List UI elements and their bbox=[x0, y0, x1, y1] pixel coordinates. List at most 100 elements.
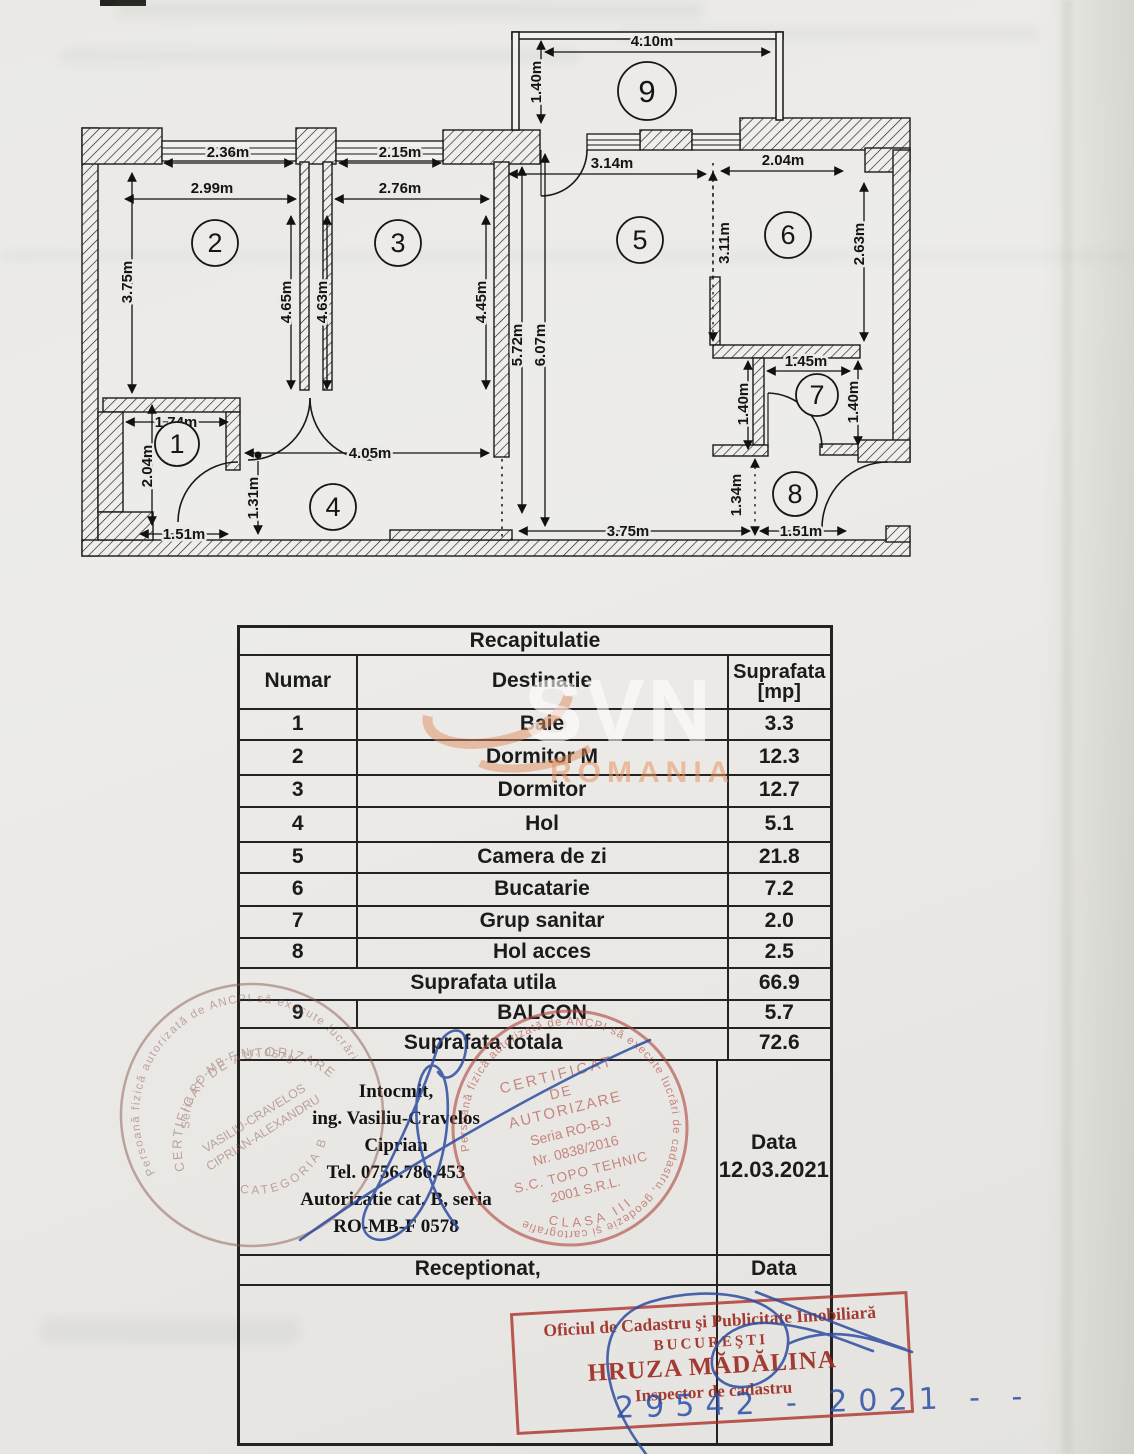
room-number: 4 bbox=[325, 492, 340, 522]
recap-table: Recapitulatie Numar Destinatie Suprafata… bbox=[237, 625, 834, 1446]
dimension-lines bbox=[124, 40, 869, 539]
suprafata-totala-row: Suprafata totala 72.6 bbox=[237, 1026, 833, 1061]
dim-label: 1.34m bbox=[728, 474, 745, 517]
room-number: 9 bbox=[638, 74, 655, 109]
dim-label: 2.99m bbox=[191, 180, 234, 197]
suprafata-totala-value: 72.6 bbox=[726, 1026, 833, 1061]
table-title-row: Recapitulatie bbox=[237, 625, 833, 656]
intocmit-line: Tel. 0756.786.453 bbox=[326, 1162, 466, 1183]
cell-numar: 2 bbox=[237, 738, 358, 776]
cell-destinatie: Dormitor M bbox=[355, 738, 729, 776]
suprafata-utila-label: Suprafata utila bbox=[237, 966, 729, 1001]
table-row: 6 Bucatarie 7.2 bbox=[237, 871, 833, 907]
room-number: 5 bbox=[632, 225, 647, 255]
col-header-suprafata-line2: [mp] bbox=[757, 680, 801, 703]
room-number: 8 bbox=[787, 479, 802, 509]
suprafata-utila-row: Suprafata utila 66.9 bbox=[237, 966, 833, 1001]
room-number: 3 bbox=[390, 228, 405, 258]
floor-plan: 4.10m 1.40m 2.36m 2.15m 2.99m 2.76m 3.14… bbox=[81, 31, 911, 557]
intocmit-line: Intocmit, bbox=[358, 1081, 434, 1103]
dim-label: 3.75m bbox=[119, 261, 136, 304]
table-row: 8 Hol acces 2.5 bbox=[237, 936, 833, 969]
room-number: 1 bbox=[169, 429, 184, 459]
cell-numar: 1 bbox=[237, 707, 358, 741]
intocmit-line: Autorizatie cat. B, seria bbox=[300, 1188, 492, 1210]
cell-suprafata: 21.8 bbox=[726, 840, 833, 874]
suprafata-utila-value: 66.9 bbox=[726, 966, 833, 1001]
cell-destinatie: Camera de zi bbox=[355, 840, 729, 874]
cell-destinatie: Baie bbox=[355, 707, 729, 741]
dim-label: 1.40m bbox=[528, 61, 545, 104]
table-row: 4 Hol 5.1 bbox=[237, 805, 833, 843]
cell-destinatie: Bucatarie bbox=[355, 871, 729, 907]
dim-label: 2.36m bbox=[207, 144, 250, 161]
dim-label: 1.40m bbox=[735, 383, 752, 426]
dim-label: 1.40m bbox=[845, 381, 862, 424]
room-number-circles bbox=[154, 61, 839, 531]
balcony-walls bbox=[511, 31, 784, 131]
dim-label: 3.75m bbox=[607, 523, 650, 540]
data-label: Data bbox=[751, 1131, 797, 1155]
intocmit-cell: Intocmit, ing. Vasiliu-Cravelos Ciprian … bbox=[237, 1058, 718, 1256]
table-title: Recapitulatie bbox=[237, 625, 833, 656]
room-number: 2 bbox=[207, 228, 222, 258]
table-row: 5 Camera de zi 21.8 bbox=[237, 840, 833, 874]
cell-destinatie: Hol bbox=[355, 805, 729, 843]
intocmit-row: Intocmit, ing. Vasiliu-Cravelos Ciprian … bbox=[237, 1058, 833, 1256]
table-header-row: Numar Destinatie Suprafata [mp] bbox=[237, 653, 833, 710]
cell-numar: 6 bbox=[237, 871, 358, 907]
col-header-numar: Numar bbox=[237, 653, 358, 710]
col-header-suprafata-line1: Suprafata bbox=[733, 660, 826, 683]
dim-label: 3.11m bbox=[716, 222, 733, 264]
dim-label: 6.07m bbox=[532, 324, 549, 367]
intocmit-line: Ciprian bbox=[364, 1135, 428, 1157]
dimension-labels: 4.10m 1.40m 2.36m 2.15m 2.99m 2.76m 3.14… bbox=[117, 31, 871, 546]
dim-label: 4.65m bbox=[278, 281, 295, 324]
dimension-dot bbox=[254, 451, 262, 459]
cell-destinatie: Hol acces bbox=[355, 936, 729, 969]
cell-suprafata: 7.2 bbox=[726, 871, 833, 907]
dim-label: 4.05m bbox=[349, 445, 392, 462]
empty-row bbox=[237, 1283, 833, 1446]
dim-label: 4.10m bbox=[631, 33, 674, 50]
cell-suprafata: 2.0 bbox=[726, 904, 833, 939]
cell-numar: 3 bbox=[237, 773, 358, 808]
dim-label: 5.72m bbox=[509, 324, 526, 367]
table-row: 2 Dormitor M 12.3 bbox=[237, 738, 833, 776]
dim-label: 2.63m bbox=[851, 223, 868, 266]
table-row: 3 Dormitor 12.7 bbox=[237, 773, 833, 808]
dim-label: 2.76m bbox=[379, 180, 422, 197]
cell-suprafata: 5.1 bbox=[726, 805, 833, 843]
cell-suprafata: 12.7 bbox=[726, 773, 833, 808]
dim-label: 2.15m bbox=[379, 144, 422, 161]
windows bbox=[161, 133, 741, 162]
empty-cell bbox=[237, 1283, 718, 1446]
dim-label: 1.31m bbox=[245, 477, 262, 520]
cell-numar: 4 bbox=[237, 805, 358, 843]
dotted-lines bbox=[501, 163, 714, 538]
cell-numar: 8 bbox=[237, 936, 358, 969]
col-header-destinatie: Destinatie bbox=[355, 653, 729, 710]
room-numbers: 1 2 3 4 5 6 7 8 9 bbox=[154, 61, 839, 531]
room-number: 7 bbox=[809, 380, 824, 410]
dim-label: 1.45m bbox=[785, 353, 828, 370]
suprafata-totala-label: Suprafata totala bbox=[237, 1026, 729, 1061]
empty-cell bbox=[715, 1283, 833, 1446]
intocmit-line: RO-MB-F 0578 bbox=[333, 1215, 459, 1237]
balcon-row: 9 BALCON 5.7 bbox=[237, 998, 833, 1029]
dim-label: 2.04m bbox=[139, 445, 156, 488]
dim-label: 4.45m bbox=[473, 281, 490, 324]
table-row: 7 Grup sanitar 2.0 bbox=[237, 904, 833, 939]
dim-label: 1.51m bbox=[163, 526, 206, 543]
cell-destinatie: Grup sanitar bbox=[355, 904, 729, 939]
cell-suprafata: 5.7 bbox=[726, 998, 833, 1029]
cell-suprafata: 12.3 bbox=[726, 738, 833, 776]
dim-label: 4.63m bbox=[314, 281, 331, 324]
scan-edge-mark bbox=[100, 0, 146, 6]
cell-numar: 5 bbox=[237, 840, 358, 874]
cell-numar: 9 bbox=[237, 998, 358, 1029]
cell-destinatie: BALCON bbox=[355, 998, 729, 1029]
cell-suprafata: 3.3 bbox=[726, 707, 833, 741]
col-header-suprafata: Suprafata [mp] bbox=[726, 653, 833, 710]
